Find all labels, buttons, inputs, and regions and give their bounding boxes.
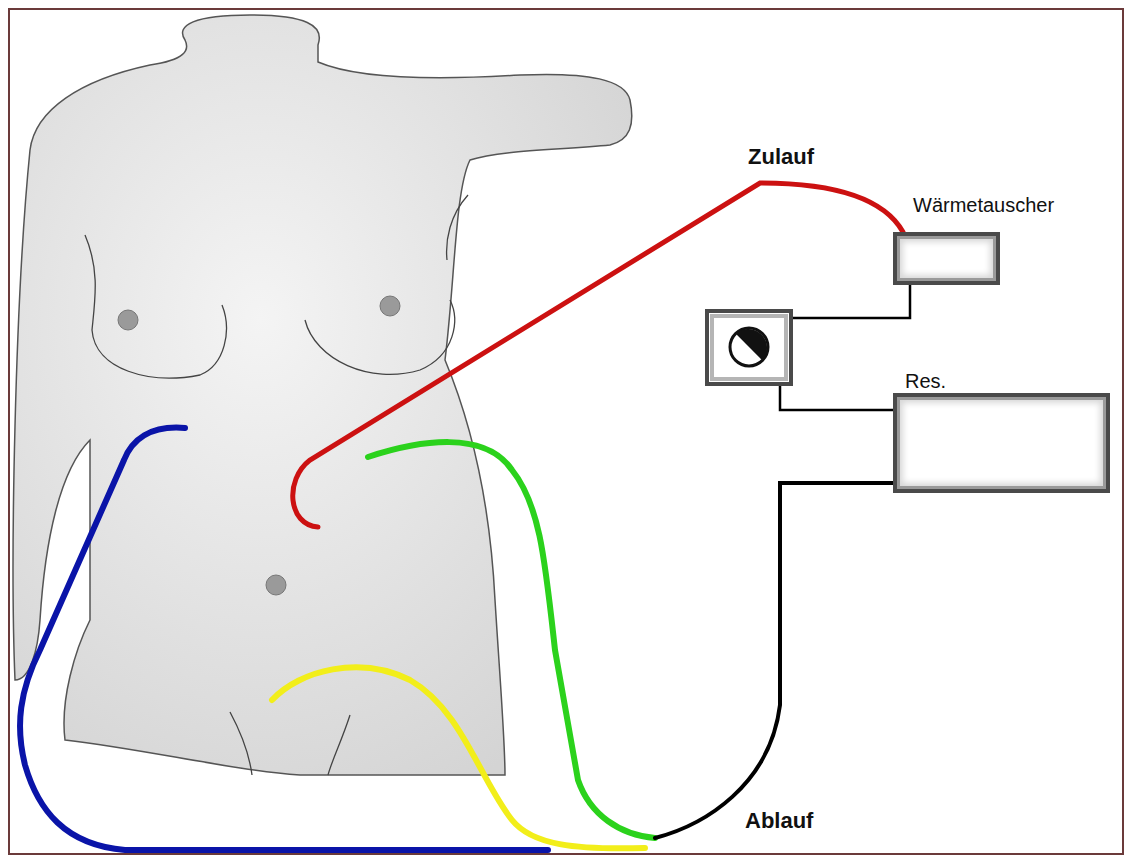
body-contour: [230, 712, 252, 775]
nipple: [118, 310, 138, 330]
box-label: Res.: [905, 370, 946, 393]
pump-symbol: [730, 328, 768, 366]
tube-label: Ablauf: [745, 808, 813, 834]
nipple: [380, 296, 400, 316]
navel: [266, 575, 286, 595]
equipment-box: [893, 393, 1110, 493]
labeled-box: Res.: [893, 370, 1110, 493]
body-contour: [85, 235, 226, 378]
torso-outline: [13, 15, 632, 775]
drain-tube: [368, 442, 655, 838]
inflow-tube: [293, 183, 903, 527]
drain-tube: [20, 428, 548, 850]
pump-box: [707, 311, 791, 384]
tube-label: Zulauf: [748, 144, 814, 170]
body-contour: [447, 195, 468, 260]
box-label: Wärmetauscher: [913, 194, 1054, 217]
pump-symbol-half: [736, 329, 767, 360]
pump-box-shade: [712, 316, 786, 379]
equipment-box: [893, 232, 1000, 285]
drain-tube: [272, 667, 645, 848]
body-contour: [328, 715, 350, 775]
outflow-tube: [655, 483, 893, 838]
body-contour: [305, 300, 455, 374]
labeled-box: Wärmetauscher: [893, 194, 1054, 285]
pipe-connector: [780, 285, 910, 410]
